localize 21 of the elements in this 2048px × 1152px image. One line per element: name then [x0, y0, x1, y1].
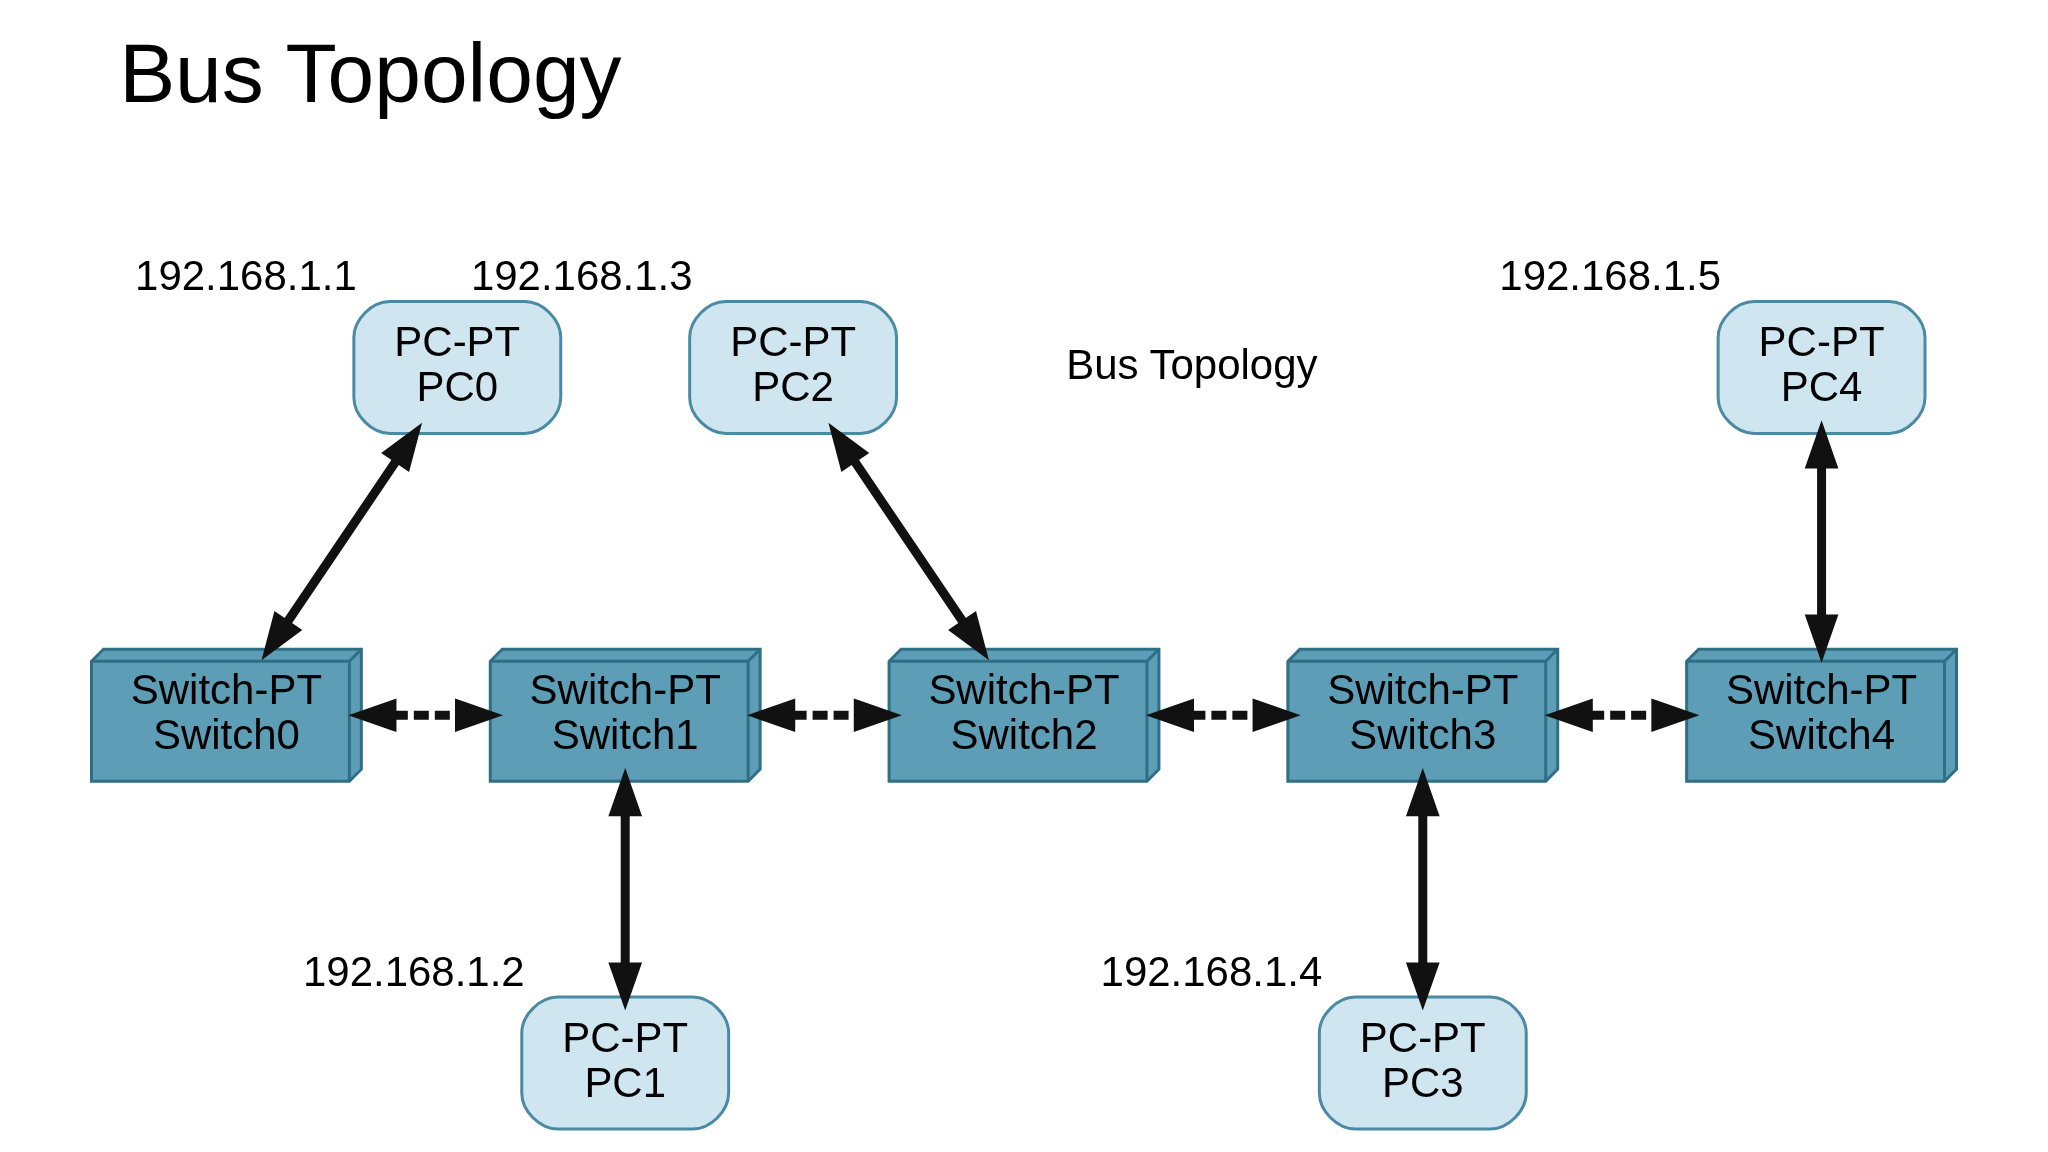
node-box: PC-PT PC3 — [1317, 995, 1528, 1131]
node-box: PC-PT PC0 — [352, 299, 563, 435]
arrow — [747, 698, 902, 733]
arrow — [1804, 420, 1839, 663]
arrow — [1145, 698, 1301, 733]
node-label: 192.168.1.5 — [1499, 252, 1722, 300]
arrow — [828, 422, 989, 661]
diagram-title: Bus Topology — [119, 26, 622, 121]
node-box: PC-PT PC4 — [1716, 299, 1927, 435]
arrow — [1405, 768, 1440, 1011]
node-box: PC-PT PC1 — [520, 995, 731, 1131]
arrow — [1544, 698, 1700, 733]
label: Bus Topology — [1066, 340, 1318, 388]
arrow — [261, 422, 423, 661]
node-label: 192.168.1.1 — [135, 252, 357, 300]
node-box: PC-PT PC2 — [688, 299, 899, 435]
node-label: 192.168.1.2 — [302, 947, 525, 995]
arrow — [608, 768, 643, 1011]
arrow — [348, 698, 504, 733]
node-label: 192.168.1.4 — [1100, 947, 1323, 995]
node-label: 192.168.1.3 — [470, 252, 693, 300]
